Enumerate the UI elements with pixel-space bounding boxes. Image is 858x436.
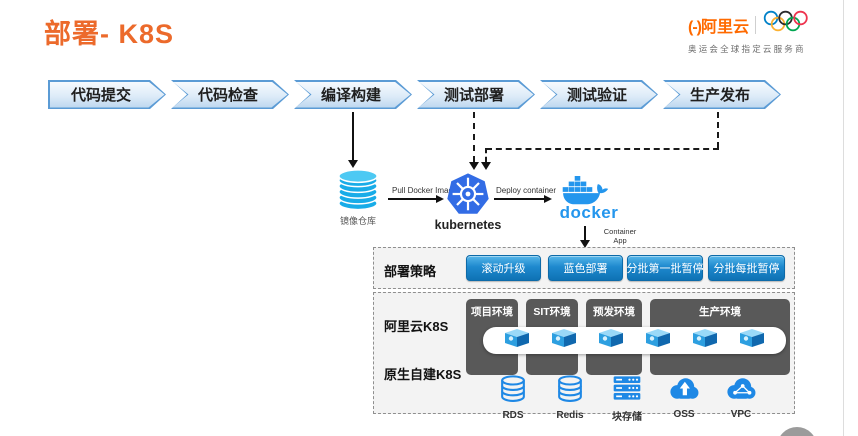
pipeline-step-code-check: 代码检查	[171, 80, 289, 109]
server-box-icon	[690, 327, 720, 354]
pipeline-step-prod-release: 生产发布	[663, 80, 781, 109]
redis-database-icon	[554, 375, 586, 407]
page-number-bubble	[777, 427, 817, 436]
arrowhead-down-icon	[481, 162, 491, 170]
container-app-label: Container App	[596, 227, 644, 246]
arrowhead-right-icon	[544, 194, 552, 203]
pipeline-step-build: 编译构建	[294, 80, 412, 109]
pipeline-step-label: 测试验证	[542, 82, 657, 108]
strategy-button-batch-first-pause[interactable]: 分批第一批暂停	[627, 255, 704, 281]
arrowhead-down-icon	[580, 240, 590, 248]
brand-block: (-)阿里云 奥运会全球指定云服务商	[688, 10, 838, 55]
pipeline-step-test-deploy: 测试部署	[417, 80, 535, 109]
env-label: 预发环境	[593, 306, 635, 318]
strategy-button-blue-deploy[interactable]: 蓝色部署	[548, 255, 623, 281]
service-block-storage: 块存储	[601, 375, 653, 423]
olympic-rings-icon	[762, 10, 816, 39]
strategy-title: 部署策略	[384, 264, 437, 279]
brand-tagline: 奥运会全球指定云服务商	[688, 44, 806, 54]
prodrelease-dashed-drop	[485, 148, 487, 162]
arrowhead-down-icon	[469, 162, 479, 170]
row-label-aliyun-k8s: 阿里云K8S	[384, 319, 449, 334]
container-app-line2: App	[613, 236, 627, 246]
prodrelease-dashed-vertical	[717, 112, 719, 148]
service-label: Redis	[556, 410, 584, 421]
row-label-native-k8s: 原生自建K8S	[384, 367, 462, 382]
pipeline-step-label: 编译构建	[296, 82, 411, 108]
registry-caption: 镜像仓库	[339, 216, 376, 226]
vpc-cloud-icon	[724, 378, 758, 406]
service-label: RDS	[502, 410, 524, 421]
service-oss: OSS	[658, 375, 710, 420]
pipeline-step-label: 生产发布	[665, 82, 780, 108]
block-storage-icon	[612, 376, 642, 405]
arrowhead-down-icon	[348, 160, 358, 168]
slide-edge-line	[843, 0, 844, 436]
pull-arrow	[388, 198, 436, 200]
pipeline-step-label: 代码检查	[173, 82, 288, 108]
prodrelease-dashed-horizontal	[486, 148, 719, 150]
alibaba-logo-name: 阿里云	[700, 18, 749, 36]
testdeploy-to-k8s-dashed-arrow	[473, 112, 475, 162]
registry-database-icon	[336, 168, 380, 217]
rds-database-icon	[497, 375, 529, 407]
service-redis: Redis	[544, 375, 596, 421]
pipeline-step-code-commit: 代码提交	[48, 80, 166, 109]
pipeline-step-label: 测试部署	[419, 82, 534, 108]
env-label: 生产环境	[699, 306, 741, 318]
deploy-arrow-label: Deploy container	[496, 186, 557, 195]
deploy-arrow	[494, 198, 544, 200]
service-rds: RDS	[487, 375, 539, 421]
server-box-icon	[737, 327, 767, 354]
server-box-icon	[643, 327, 673, 354]
service-label: VPC	[730, 409, 752, 420]
server-box-icon	[502, 327, 532, 354]
env-label: 项目环境	[471, 306, 513, 318]
pipeline-step-test-verify: 测试验证	[540, 80, 658, 109]
kubernetes-wordmark: kubernetes	[434, 218, 502, 232]
build-to-registry-arrow	[352, 112, 354, 160]
container-app-line1: Container	[603, 227, 637, 236]
page-title: 部署- K8S	[44, 19, 175, 49]
docker-whale-icon	[562, 176, 614, 217]
service-vpc: VPC	[715, 375, 767, 420]
alibaba-logo-bracket: (-)	[688, 18, 702, 36]
alibaba-cloud-logo: (-)阿里云	[688, 13, 749, 37]
strategy-button-rolling-upgrade[interactable]: 滚动升级	[466, 255, 541, 281]
pipeline-step-label: 代码提交	[50, 82, 165, 108]
logo-divider	[755, 15, 756, 34]
kubernetes-icon	[446, 172, 490, 221]
docker-to-strategy-arrow	[584, 226, 586, 240]
service-label: 块存储	[612, 412, 642, 423]
arrowhead-right-icon	[436, 194, 444, 203]
strategy-button-batch-each-pause[interactable]: 分批每批暂停	[708, 255, 785, 281]
env-label: SIT环境	[533, 306, 571, 318]
server-node-band	[483, 327, 786, 354]
oss-cloud-icon	[667, 378, 701, 406]
server-box-icon	[596, 327, 626, 354]
pull-arrow-label: Pull Docker Image	[392, 186, 458, 195]
server-box-icon	[549, 327, 579, 354]
service-label: OSS	[673, 409, 695, 420]
docker-wordmark: docker	[559, 203, 619, 222]
